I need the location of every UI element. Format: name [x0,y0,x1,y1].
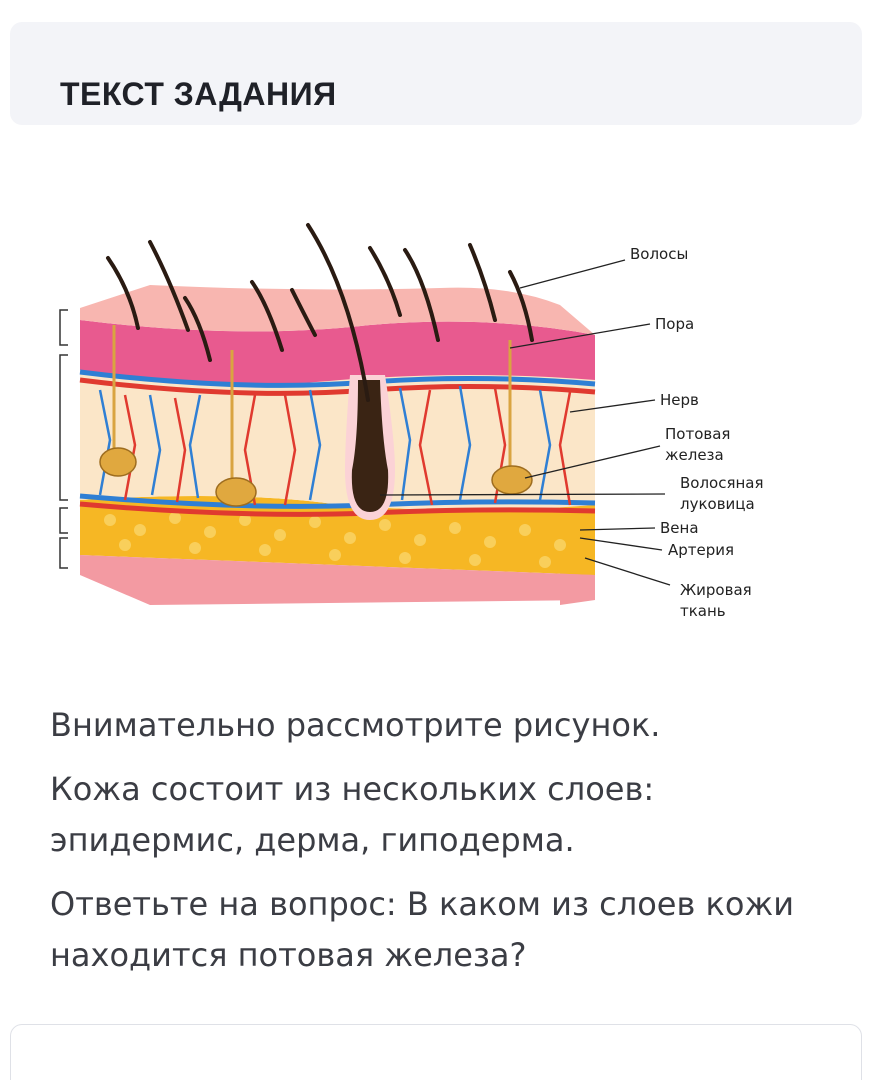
question-line-2: Кожа состоит из нескольких слоев: эпидер… [50,770,655,859]
answer-box[interactable] [10,1024,862,1080]
task-title: ТЕКСТ ЗАДАНИЯ [60,76,337,112]
label-hair-bulb-2: луковица [680,495,755,513]
layer-brackets [59,309,68,569]
label-pore: Пора [655,315,694,333]
skin-block [79,223,596,605]
label-artery: Артерия [668,541,734,559]
question-line-3: Ответьте на вопрос: В каком из слоев кож… [50,885,795,974]
label-nerve: Нерв [660,391,699,409]
label-fat-2: ткань [680,602,726,620]
label-sweat-gland-1: Потовая [665,425,730,443]
question-line-1: Внимательно рассмотрите рисунок. [50,706,661,744]
skin-diagram: Волосы Пора Нерв Потовая железа Волосяна… [40,200,820,640]
label-hair: Волосы [630,245,688,263]
label-hair-bulb-1: Волосяная [680,474,764,492]
label-fat-1: Жировая [680,581,752,599]
label-sweat-gland-2: железа [665,446,724,464]
question-text: Внимательно рассмотрите рисунок. Кожа со… [50,700,840,994]
task-header: ТЕКСТ ЗАДАНИЯ [10,22,862,125]
label-vein: Вена [660,519,699,537]
